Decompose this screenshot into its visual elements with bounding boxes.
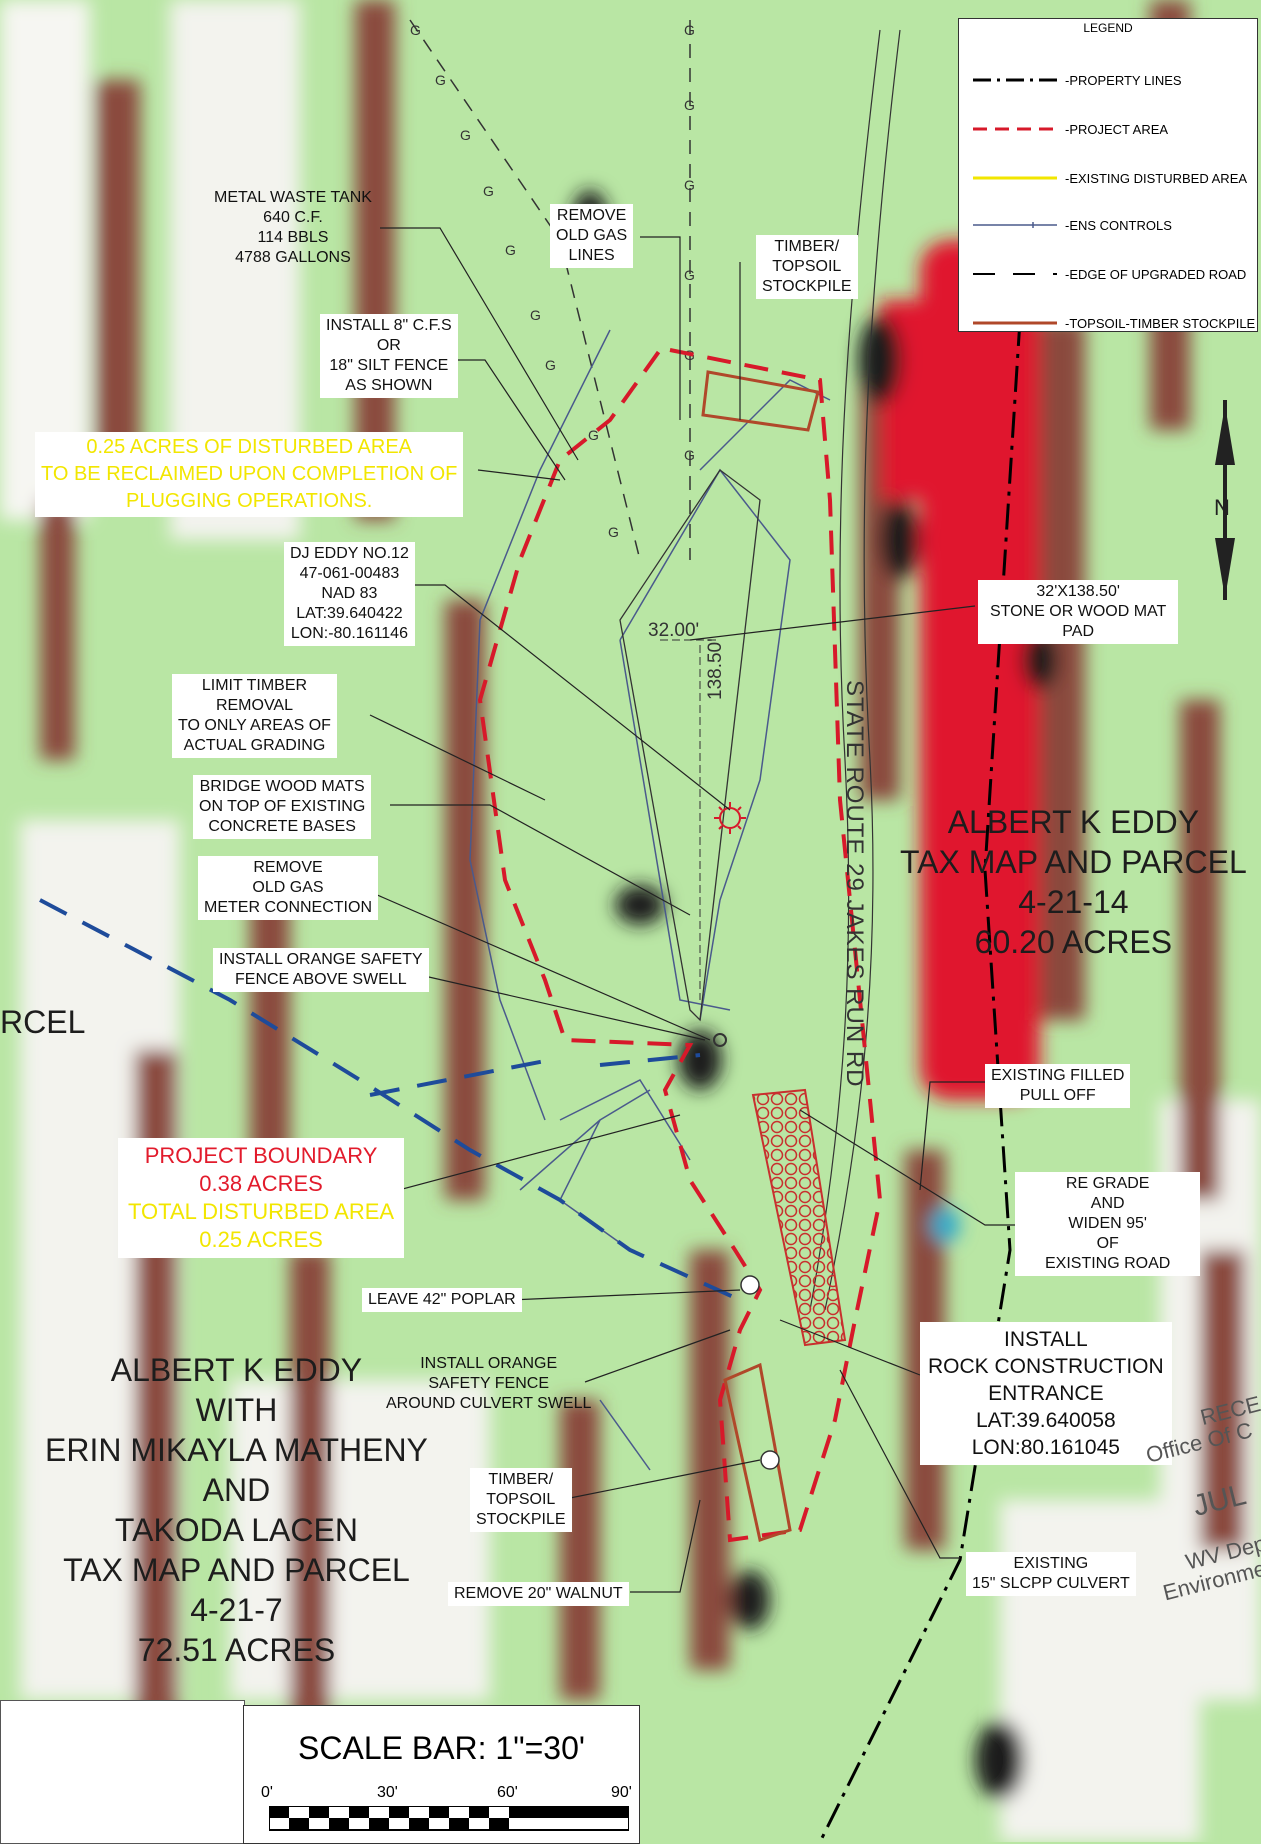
property-line xyxy=(818,319,1022,1842)
label-disturbed-reclaim: 0.25 ACRES OF DISTURBED AREA TO BE RECLA… xyxy=(35,432,464,517)
legend-item-ens-controls: -ENS CONTROLS xyxy=(973,218,1172,233)
label-well-info: DJ EDDY NO.12 47-061-00483 NAD 83 LAT:39… xyxy=(284,542,415,646)
parcel-west-label: ALBERT K EDDY WITH ERIN MIKAYLA MATHENY … xyxy=(45,1352,428,1668)
svg-text:G: G xyxy=(460,127,471,143)
poplar-tree-symbol xyxy=(740,1275,760,1295)
walnut-tree-symbol xyxy=(760,1450,780,1470)
svg-text:G: G xyxy=(684,97,695,113)
legend-item-topsoil-stockpile: -TOPSOIL-TIMBER STOCKPILE xyxy=(973,316,1256,331)
label-remove-gas-lines: REMOVE OLD GAS LINES xyxy=(550,204,634,268)
scale-tick-90: 90' xyxy=(611,1784,632,1801)
legend: LEGEND -PROPERTY LINES -PROJECT AREA -EX… xyxy=(958,18,1258,332)
scale-tick-30: 30' xyxy=(377,1784,398,1801)
blue-dashed-lines xyxy=(39,898,741,1302)
svg-text:G: G xyxy=(410,22,421,38)
svg-text:G: G xyxy=(435,72,446,88)
pad-width-dimension: 32.00' xyxy=(648,620,700,641)
parcel-left-fragment: RCEL xyxy=(0,1004,86,1040)
label-limit-timber: LIMIT TIMBER REMOVAL TO ONLY AREAS OF AC… xyxy=(172,674,337,758)
label-remove-walnut: REMOVE 20" WALNUT xyxy=(448,1582,629,1606)
north-label: N xyxy=(1214,495,1230,520)
svg-text:G: G xyxy=(684,177,695,193)
scale-tick-0: 0' xyxy=(261,1784,273,1801)
label-orange-fence-swell: INSTALL ORANGE SAFETY FENCE ABOVE SWELL xyxy=(213,948,429,992)
legend-item-property-lines: -PROPERTY LINES xyxy=(973,73,1182,88)
label-silt-fence: INSTALL 8" C.F.S OR 18" SILT FENCE AS SH… xyxy=(320,314,458,398)
svg-text:G: G xyxy=(545,357,556,373)
label-remove-meter: REMOVE OLD GAS METER CONNECTION xyxy=(198,856,378,920)
label-bridge-mats: BRIDGE WOOD MATS ON TOP OF EXISTING CONC… xyxy=(193,775,372,839)
label-timber-stockpile-bottom: TIMBER/ TOPSOIL STOCKPILE xyxy=(470,1468,572,1532)
label-project-boundary: PROJECT BOUNDARY 0.38 ACRES TOTAL DISTUR… xyxy=(118,1138,405,1258)
label-culvert-fence: INSTALL ORANGE SAFETY FENCE AROUND CULVE… xyxy=(386,1355,592,1412)
label-rock-entrance: INSTALL ROCK CONSTRUCTION ENTRANCE LAT:3… xyxy=(920,1322,1172,1465)
parcel-east-label: ALBERT K EDDY TAX MAP AND PARCEL 4-21-14… xyxy=(900,804,1247,960)
legend-title: LEGEND xyxy=(1083,21,1133,35)
rock-entrance xyxy=(751,1088,847,1347)
legend-item-edge-of-road: -EDGE OF UPGRADED ROAD xyxy=(973,267,1247,282)
topsoil-stockpile-top xyxy=(701,370,820,432)
svg-text:G: G xyxy=(588,427,599,443)
scale-title: SCALE BAR: 1"=30' xyxy=(298,1730,585,1766)
topsoil-stockpile-bottom xyxy=(723,1362,792,1542)
svg-text:G: G xyxy=(684,22,695,38)
north-arrow xyxy=(1215,400,1235,600)
legend-item-disturbed-area: -EXISTING DISTURBED AREA xyxy=(973,171,1248,186)
mat-pad xyxy=(619,469,761,1022)
label-filled-pulloff: EXISTING FILLED PULL OFF xyxy=(985,1064,1131,1108)
svg-text:G: G xyxy=(608,524,619,540)
svg-text:G: G xyxy=(530,307,541,323)
scale-graphic xyxy=(269,1806,629,1831)
legend-item-project-area: -PROJECT AREA xyxy=(973,122,1169,137)
road-label: STATE ROUTE 29 JAKES RUN RD xyxy=(841,680,868,1088)
leader-lines xyxy=(369,227,1050,1593)
label-mat-pad: 32'X138.50' STONE OR WOOD MAT PAD xyxy=(978,580,1179,644)
label-metal-waste-tank: METAL WASTE TANK 640 C.F. 114 BBLS 4788 … xyxy=(214,189,372,266)
project-area-boundary xyxy=(477,348,883,1543)
meter-symbol xyxy=(713,1033,727,1047)
scale-bar: SCALE BAR: 1"=30' 0' 30' 60' 90' xyxy=(243,1705,640,1844)
label-timber-stockpile-top: TIMBER/ TOPSOIL STOCKPILE xyxy=(756,235,858,299)
label-culvert: EXISTING 15" SLCPP CULVERT xyxy=(966,1552,1136,1596)
label-leave-poplar: LEAVE 42" POPLAR xyxy=(362,1288,522,1312)
svg-text:G: G xyxy=(483,183,494,199)
well-symbol xyxy=(714,802,746,834)
svg-text:G: G xyxy=(505,242,516,258)
title-block-blank xyxy=(0,1700,245,1844)
pad-length-dimension: 138.50' xyxy=(705,638,726,700)
label-regrade-road: RE GRADE AND WIDEN 95' OF EXISTING ROAD xyxy=(1015,1172,1201,1276)
svg-text:G: G xyxy=(684,267,695,283)
scale-tick-60: 60' xyxy=(497,1784,518,1801)
svg-text:G: G xyxy=(684,447,695,463)
